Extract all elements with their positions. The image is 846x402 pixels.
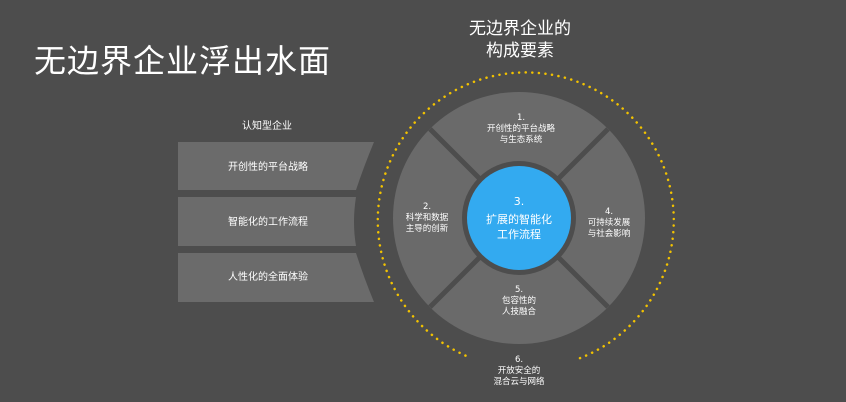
slide-title: 无边界企业浮出水面 xyxy=(34,42,332,80)
diagram-subtitle: 无边界企业的 构成要素 xyxy=(440,18,600,62)
segment-top-number: 1. xyxy=(517,113,525,123)
segment-left-line-1: 科学和数据 xyxy=(406,212,449,223)
segment-top-line-1: 开创性的平台战略 xyxy=(487,123,556,134)
outer-dotted-ring xyxy=(376,71,676,361)
segment-bottom-line-1: 包容性的 xyxy=(502,295,536,306)
center-line-1: 扩展的智能化 xyxy=(486,212,552,226)
segment-bottom-line-2: 人技融合 xyxy=(502,306,537,317)
segment-right-number: 4. xyxy=(605,207,613,217)
subtitle-line-2: 构成要素 xyxy=(486,41,554,61)
subtitle-line-1: 无边界企业的 xyxy=(469,19,571,39)
segment-right-line-2: 与社会影响 xyxy=(588,228,631,239)
feature-bar-2: 智能化的工作流程 xyxy=(178,197,356,246)
feature-bar-1-label: 开创性的平台战略 xyxy=(228,160,308,173)
feature-bar-3-label: 人性化的全面体验 xyxy=(228,270,308,283)
outer-ring-line-1: 开放安全的 xyxy=(498,365,541,376)
feature-bar-1: 开创性的平台战略 xyxy=(178,142,374,190)
feature-bar-2-label: 智能化的工作流程 xyxy=(228,215,308,228)
outer-ring-line-2: 混合云与网络 xyxy=(493,376,545,387)
outer-ring-number: 6. xyxy=(515,355,523,365)
center-circle xyxy=(467,166,571,270)
segment-top-line-2: 与生态系统 xyxy=(500,134,543,145)
segment-left-line-2: 主导的创新 xyxy=(406,223,449,234)
center-number: 3. xyxy=(514,195,525,208)
segment-left-number: 2. xyxy=(423,202,431,212)
feature-bar-3: 人性化的全面体验 xyxy=(178,253,374,302)
segment-bottom-number: 5. xyxy=(515,285,523,295)
cognitive-enterprise-heading: 认知型企业 xyxy=(242,121,292,132)
segment-right-line-1: 可持续发展 xyxy=(588,217,631,228)
center-line-2: 工作流程 xyxy=(497,227,541,241)
